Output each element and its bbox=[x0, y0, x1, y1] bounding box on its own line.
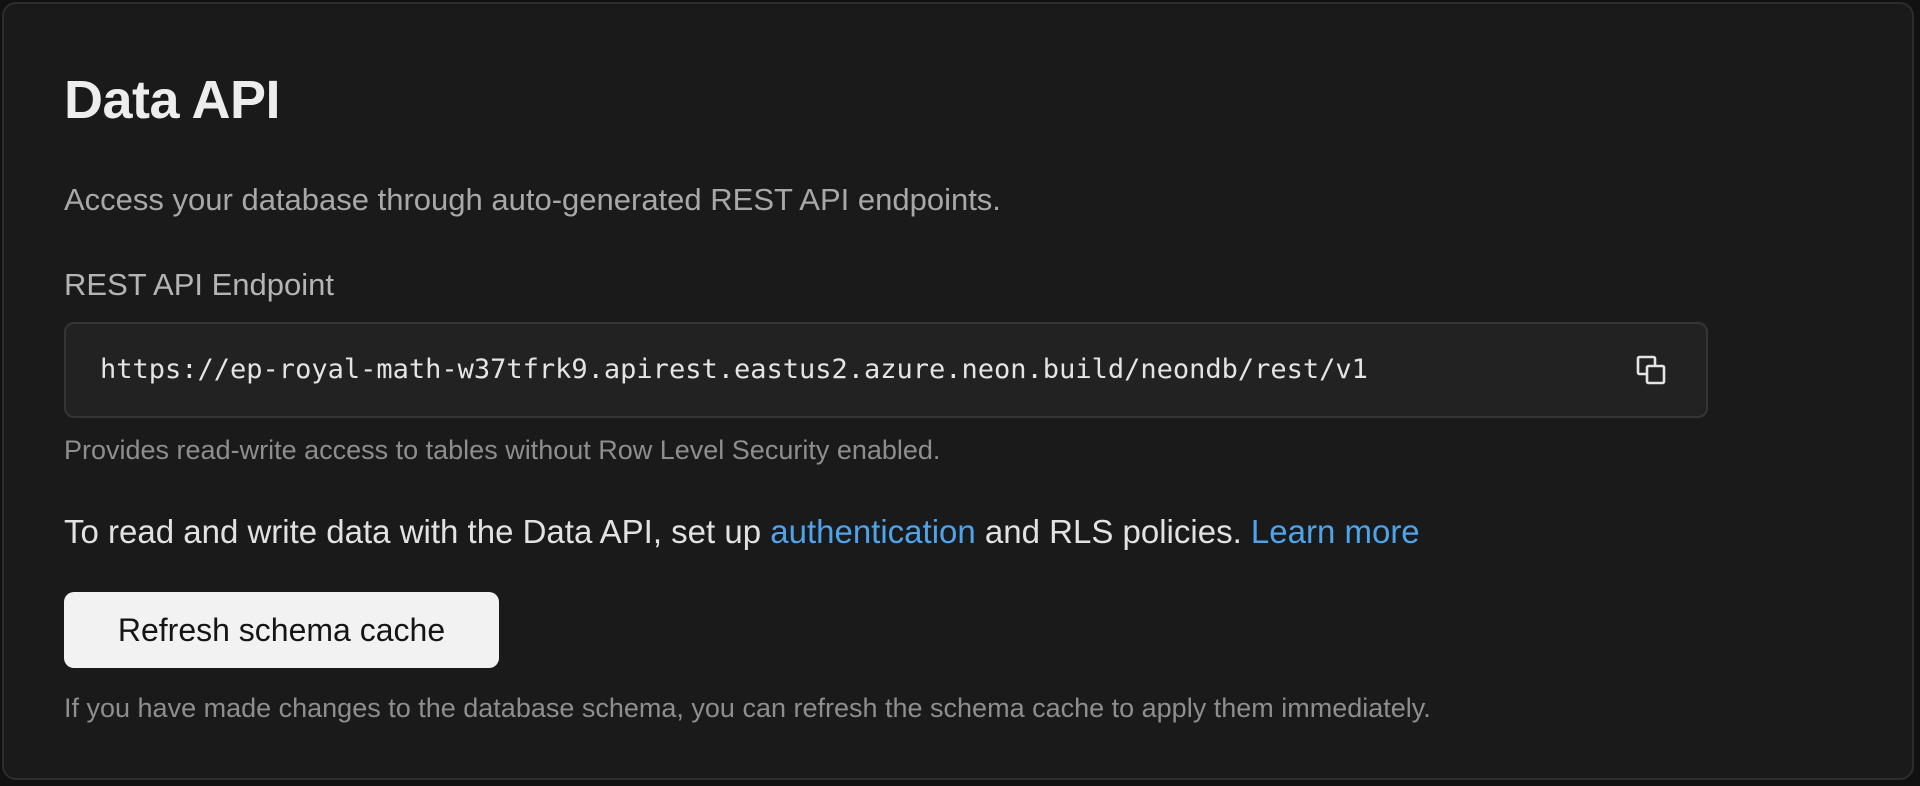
auth-note-prefix: To read and write data with the Data API… bbox=[64, 513, 771, 550]
endpoint-help-text: Provides read-write access to tables wit… bbox=[64, 435, 941, 465]
endpoint-field[interactable]: https://ep-royal-math-w37tfrk9.apirest.e… bbox=[64, 322, 1708, 418]
refresh-help-text: If you have made changes to the database… bbox=[64, 693, 1431, 723]
authentication-link[interactable]: authentication bbox=[770, 513, 976, 550]
auth-note: To read and write data with the Data API… bbox=[64, 510, 1420, 554]
refresh-schema-cache-button[interactable]: Refresh schema cache bbox=[64, 592, 499, 668]
endpoint-label: REST API Endpoint bbox=[64, 267, 334, 302]
section-description: Access your database through auto-genera… bbox=[64, 182, 1001, 217]
page-title: Data API bbox=[64, 70, 281, 130]
endpoint-url[interactable]: https://ep-royal-math-w37tfrk9.apirest.e… bbox=[100, 354, 1368, 385]
learn-more-link[interactable]: Learn more bbox=[1250, 513, 1420, 550]
copy-button[interactable] bbox=[1632, 351, 1670, 389]
copy-icon bbox=[1636, 355, 1666, 385]
auth-note-middle: and RLS policies. bbox=[975, 513, 1251, 550]
